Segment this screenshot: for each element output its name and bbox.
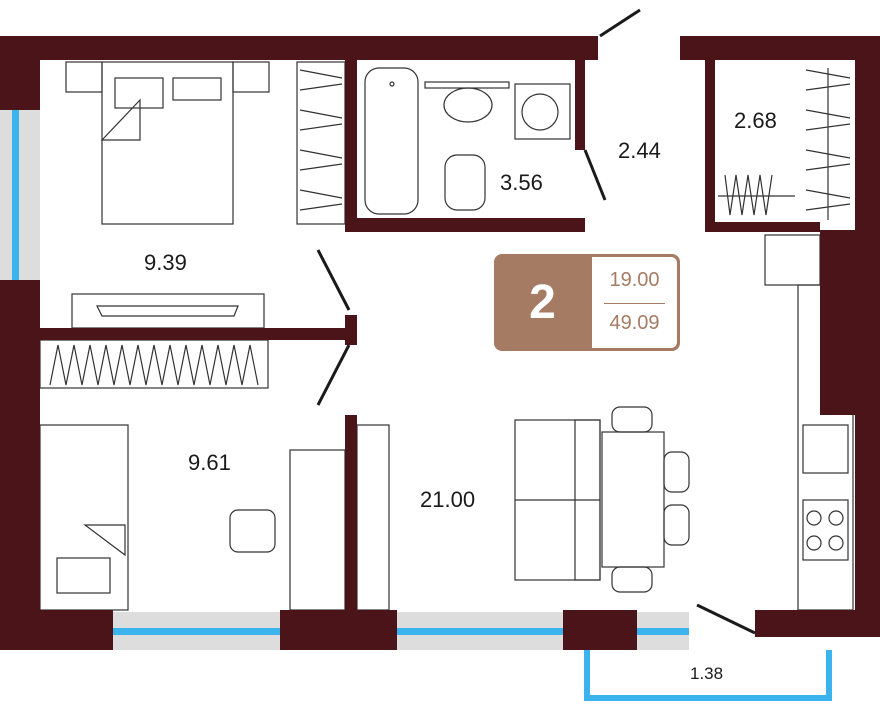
living-area: 19.00 bbox=[609, 269, 660, 291]
room-area-room2: 9.61 bbox=[188, 450, 231, 475]
washer-icon bbox=[514, 83, 571, 140]
room-area-balcony: 1.38 bbox=[690, 664, 724, 683]
sofa-bed-icon bbox=[39, 424, 129, 611]
toilet-icon bbox=[444, 154, 486, 211]
apartment-badge: 2 19.00 49.09 bbox=[494, 254, 680, 351]
bathtub-icon bbox=[364, 67, 419, 215]
area-box: 19.00 49.09 bbox=[592, 257, 677, 348]
stove-icon bbox=[802, 499, 849, 561]
tv-stand-icon bbox=[71, 293, 265, 329]
total-area: 49.09 bbox=[609, 312, 660, 334]
bed-icon bbox=[101, 61, 234, 225]
walls bbox=[0, 36, 880, 650]
chair-icon bbox=[229, 509, 276, 553]
room-area-hall: 2.44 bbox=[618, 138, 661, 163]
room-area-living: 21.00 bbox=[420, 487, 476, 512]
doors bbox=[316, 8, 756, 635]
dining-table-icon bbox=[601, 431, 665, 568]
room-area-bedroom: 9.39 bbox=[144, 250, 187, 275]
desk-icon bbox=[289, 449, 346, 611]
room-area-closet: 2.68 bbox=[734, 108, 777, 133]
sink-icon bbox=[443, 87, 493, 123]
room-area-bathroom: 3.56 bbox=[500, 170, 543, 195]
kitchen-sink-icon bbox=[802, 424, 849, 474]
tv-unit-icon bbox=[356, 424, 390, 611]
wardrobe-icon bbox=[296, 61, 346, 225]
room-count: 2 bbox=[529, 276, 556, 329]
area-divider bbox=[604, 303, 665, 304]
balcony-outline bbox=[584, 650, 832, 701]
windows bbox=[0, 110, 689, 650]
